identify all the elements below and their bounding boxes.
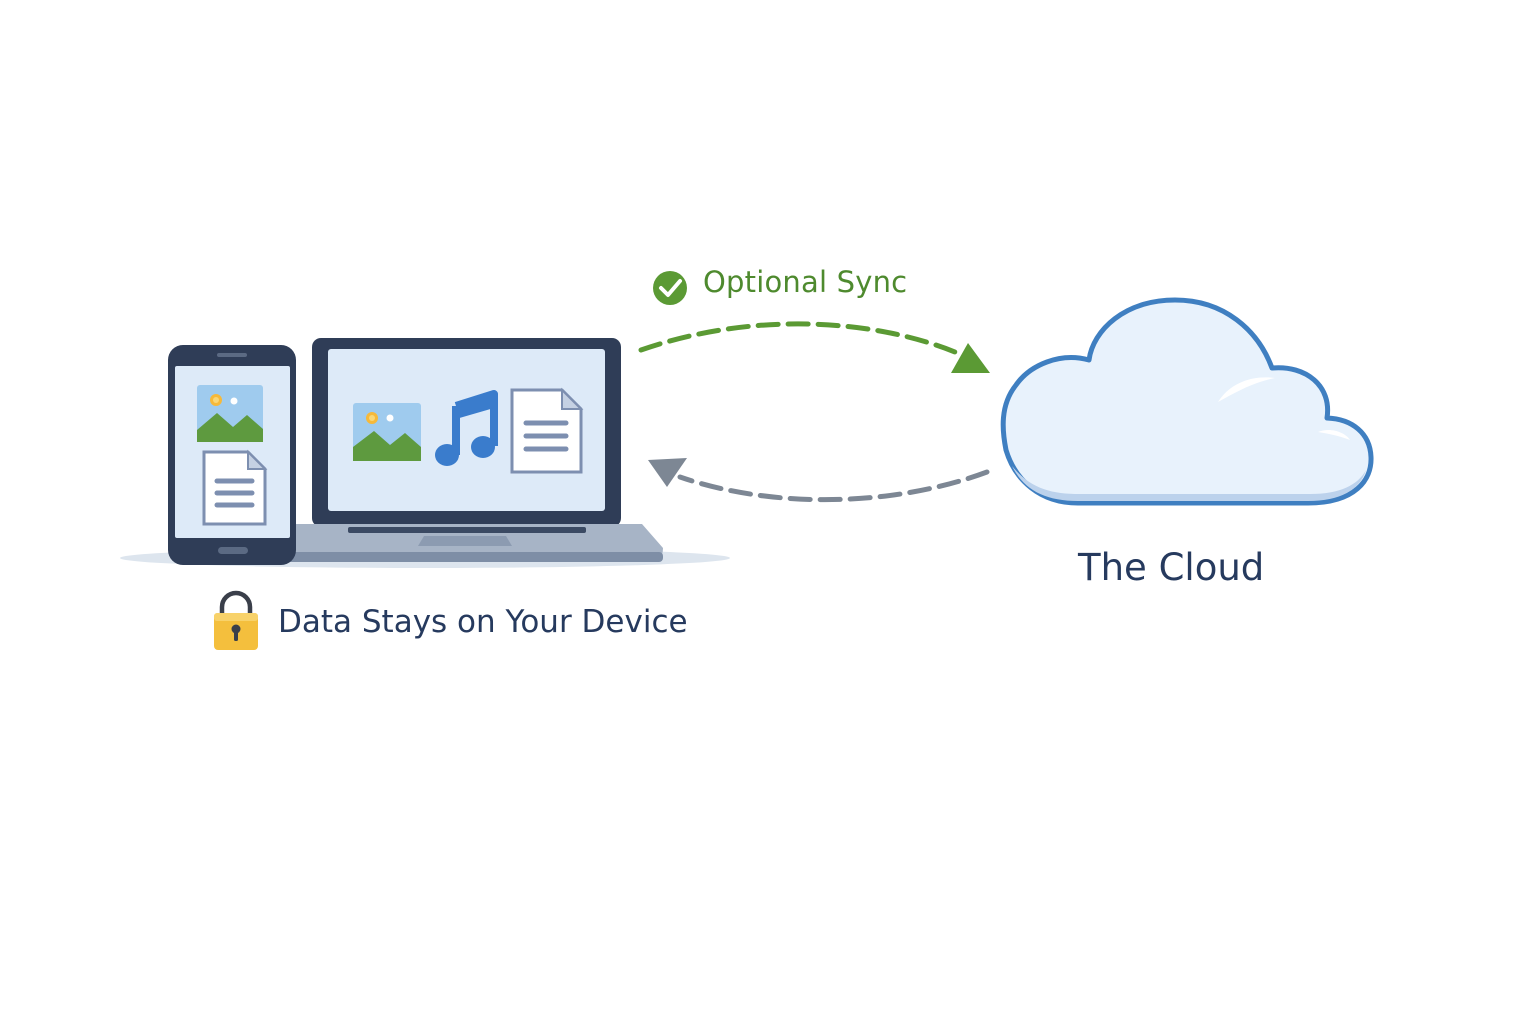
music-note-icon <box>435 390 498 466</box>
smartphone-icon <box>168 345 296 565</box>
optional-sync-label: Optional Sync <box>703 265 908 299</box>
cloud-icon <box>1000 297 1374 506</box>
image-icon <box>197 385 263 442</box>
image-icon <box>353 403 421 461</box>
device-label: Data Stays on Your Device <box>278 604 688 640</box>
sync-arrow-from-cloud <box>648 458 990 503</box>
sync-arrow-to-cloud <box>638 321 990 373</box>
laptop-icon <box>284 338 663 562</box>
document-icon <box>510 387 584 474</box>
cloud-label: The Cloud <box>1078 546 1265 589</box>
check-circle-icon <box>653 271 687 305</box>
lock-icon <box>214 590 258 650</box>
document-icon <box>202 449 268 526</box>
